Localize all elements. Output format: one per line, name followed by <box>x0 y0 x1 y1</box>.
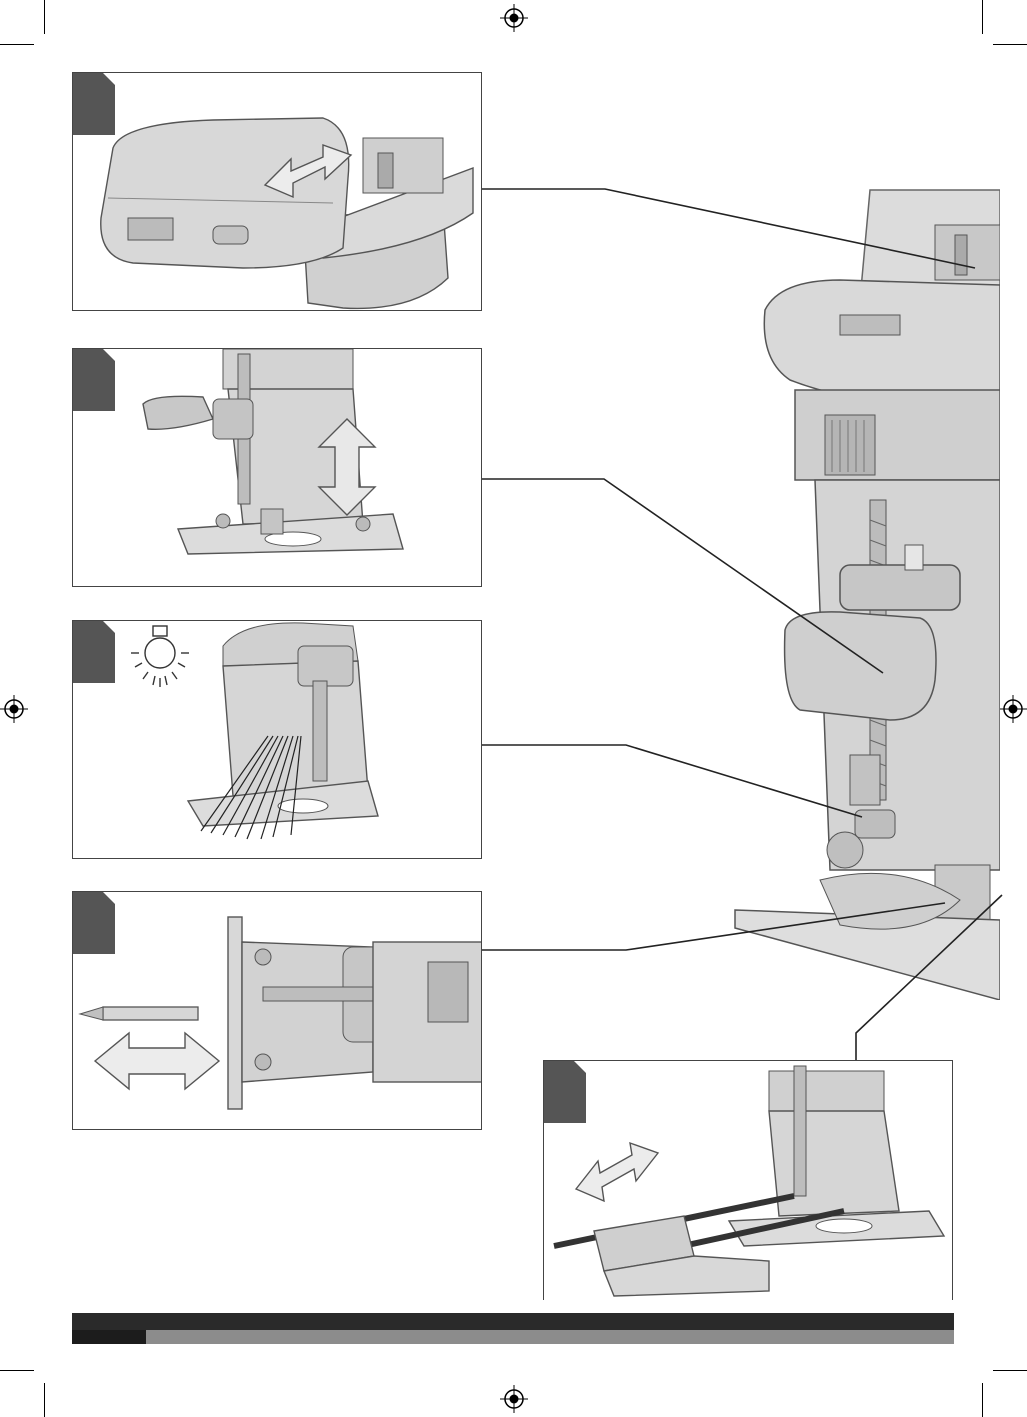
router-bit-illustration <box>78 1004 203 1024</box>
figure-number-tab <box>73 892 115 954</box>
battery-illustration <box>93 108 482 311</box>
figure-number-tab <box>73 621 115 683</box>
figure-number-tab <box>73 349 115 411</box>
figure-battery-panel <box>72 72 482 311</box>
figure-parallel-guide-panel <box>543 1060 953 1300</box>
figure-depth-adjust-panel <box>72 348 482 587</box>
footer-bar-grey <box>146 1330 954 1344</box>
figure-led-light-panel <box>72 620 482 859</box>
collet-illustration <box>223 912 482 1130</box>
led-light-illustration <box>183 621 482 859</box>
depth-adjust-illustration <box>133 349 453 587</box>
figure-collet-bit-panel <box>72 891 482 1130</box>
double-arrow-vertical-icon <box>317 417 377 517</box>
double-arrow-horizontal-icon <box>263 141 353 203</box>
footer-bar-dark <box>72 1313 954 1330</box>
double-arrow-horizontal-icon <box>93 1030 221 1092</box>
parallel-guide-illustration <box>544 1061 953 1300</box>
footer-bar-page-block <box>72 1330 146 1344</box>
